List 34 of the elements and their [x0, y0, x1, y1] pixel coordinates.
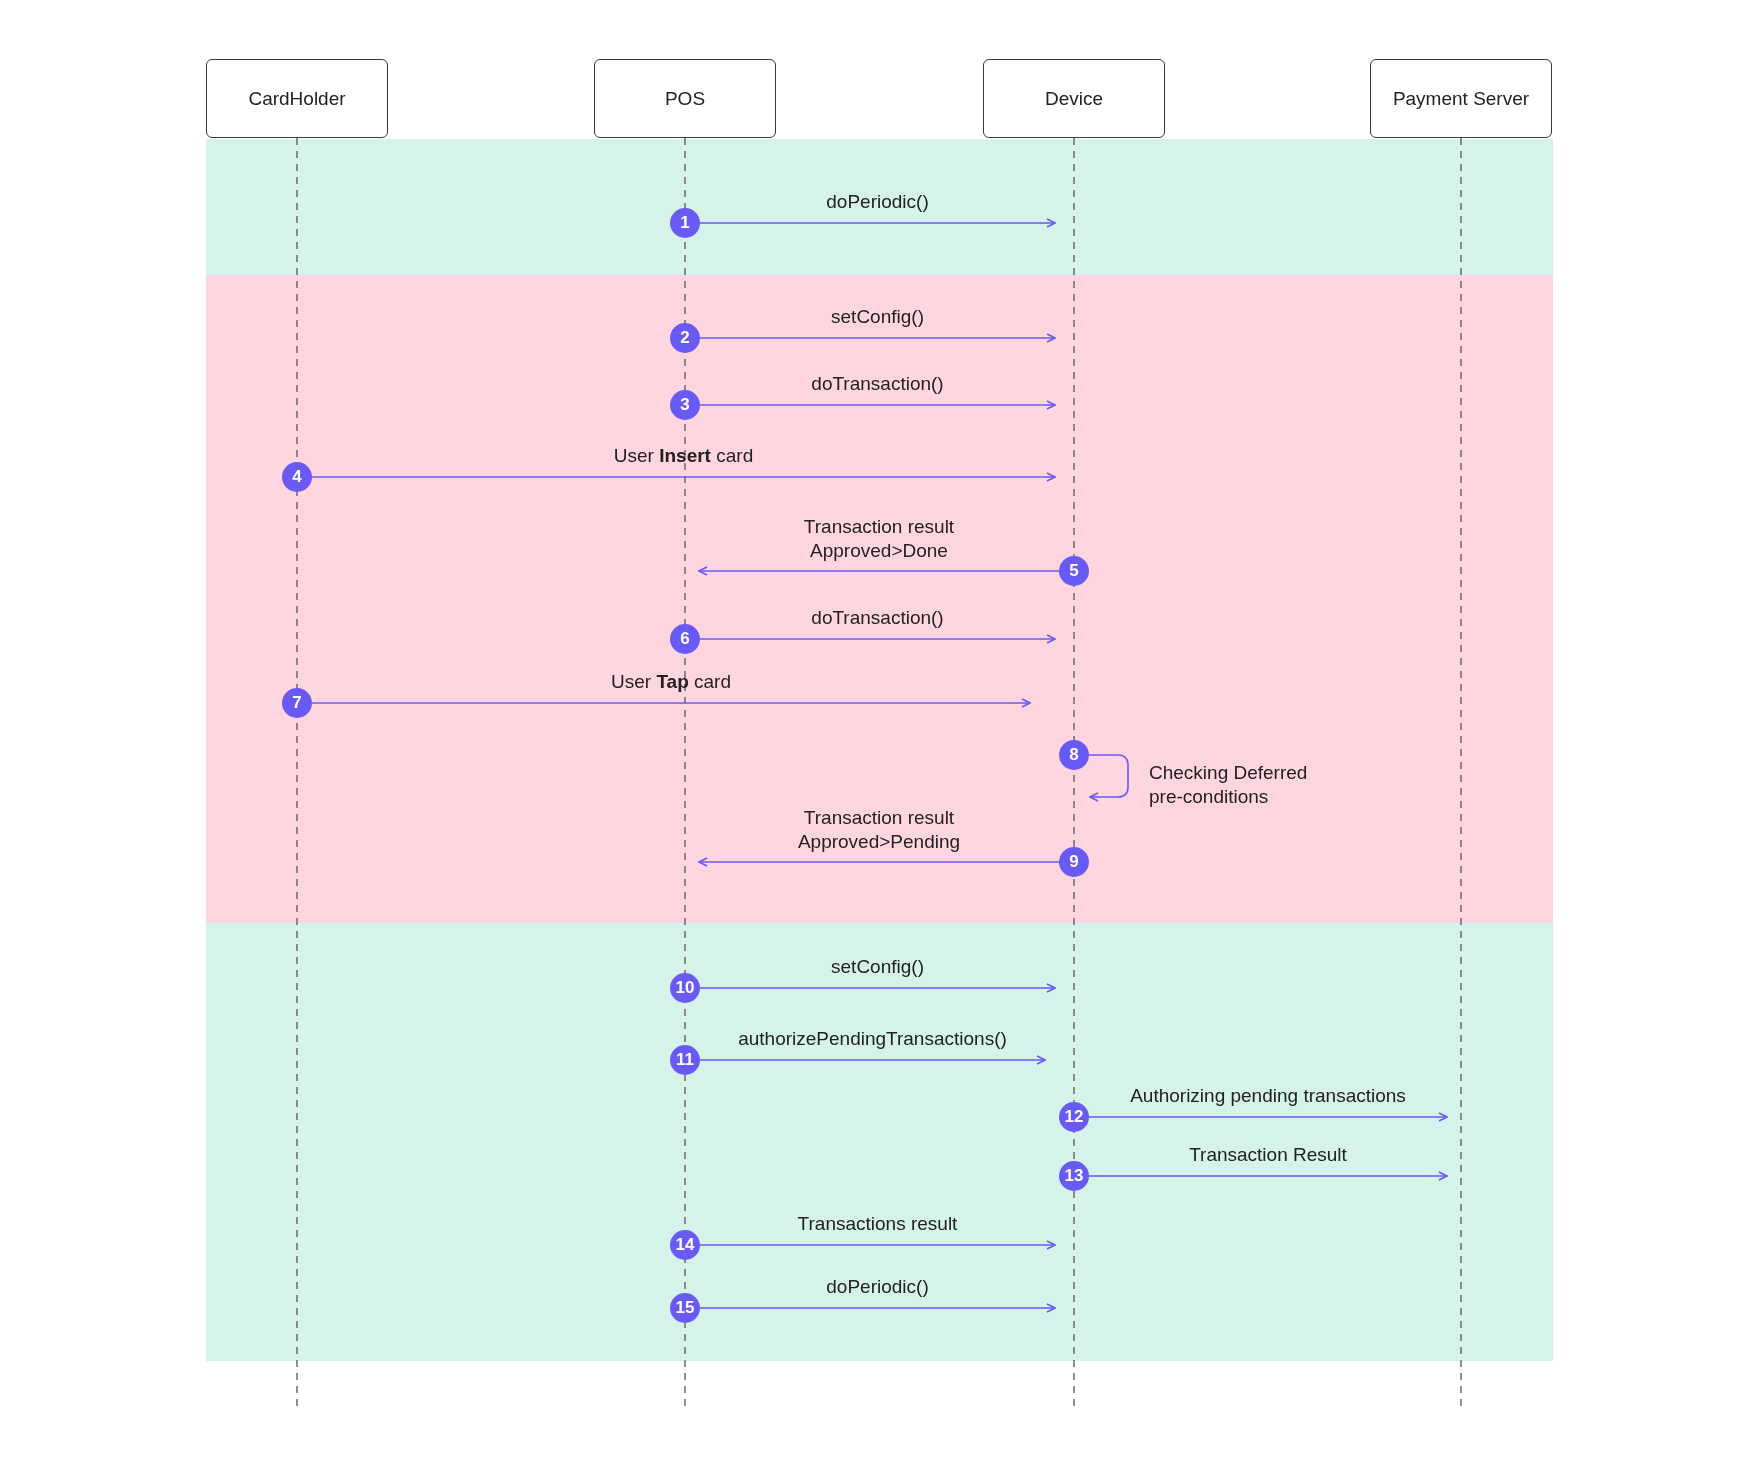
message-label: Transaction result Approved>Pending [796, 805, 962, 853]
message-label: Authorizing pending transactions [1129, 1084, 1407, 1108]
message-arrow [311, 698, 1031, 708]
message-arrow [1088, 1171, 1448, 1181]
message-arrow [699, 333, 1056, 343]
message-label: setConfig() [831, 955, 924, 979]
message-arrow [699, 400, 1056, 410]
message-arrow [698, 857, 1060, 867]
participant-box: CardHolder [206, 59, 388, 138]
message-label: Checking Deferred pre-conditions [1149, 761, 1309, 809]
message-arrow [699, 1055, 1046, 1065]
participant-box: Payment Server [1370, 59, 1552, 138]
message-arrow [311, 472, 1056, 482]
message-arrow [699, 983, 1056, 993]
message-arrow [699, 1303, 1056, 1313]
message-arrow [699, 218, 1056, 228]
message-arrow [699, 1240, 1056, 1250]
message-arrow [699, 634, 1056, 644]
message-label: doPeriodic() [826, 1275, 929, 1299]
message-arrow [698, 566, 1060, 576]
participant-box: Device [983, 59, 1165, 138]
message-label: User Insert card [613, 444, 754, 468]
message-label: Transaction result Approved>Done [802, 514, 956, 562]
participant-box: POS [594, 59, 776, 138]
message-arrow [1088, 754, 1129, 802]
message-label: doPeriodic() [826, 190, 929, 214]
message-label: authorizePendingTransactions() [737, 1027, 1008, 1051]
message-label: User Tap card [611, 670, 731, 694]
message-label: setConfig() [831, 305, 924, 329]
message-label: doTransaction() [811, 372, 944, 396]
message-label: doTransaction() [811, 606, 944, 630]
message-label: Transactions result [797, 1212, 958, 1236]
message-label: Transaction Result [1189, 1143, 1347, 1167]
message-arrow [1088, 1112, 1448, 1122]
